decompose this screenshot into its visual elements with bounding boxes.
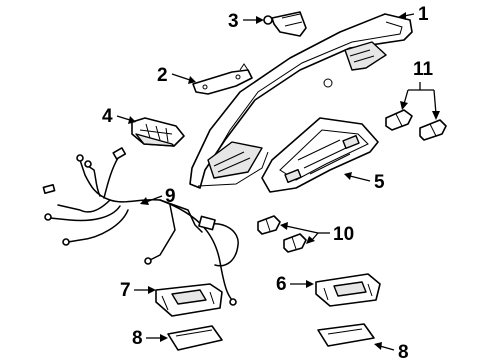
part-9-wiring-harness	[42, 147, 239, 306]
part-8-lens-left	[167, 325, 223, 351]
svg-text:10: 10	[333, 224, 354, 245]
callout-11: 11	[400, 59, 440, 120]
callout-9: 9	[140, 186, 176, 207]
part-10-clips	[257, 215, 307, 253]
svg-text:8: 8	[398, 342, 409, 360]
callout-8a: 8	[132, 328, 168, 349]
callout-3: 3	[228, 11, 264, 32]
part-5-console-base	[261, 117, 379, 193]
svg-text:3: 3	[228, 11, 239, 32]
callout-6: 6	[276, 274, 314, 295]
svg-text:2: 2	[157, 65, 168, 86]
svg-text:9: 9	[165, 186, 176, 207]
part-2-bracket	[192, 63, 253, 95]
svg-text:6: 6	[276, 274, 287, 295]
svg-text:4: 4	[102, 106, 113, 127]
callout-8b: 8	[374, 342, 409, 360]
callout-5: 5	[344, 172, 385, 193]
callout-10: 10	[280, 222, 354, 245]
callout-1: 1	[398, 4, 429, 25]
callout-4: 4	[102, 106, 136, 127]
part-4-reading-lamp	[131, 117, 185, 147]
callout-7: 7	[120, 280, 156, 301]
part-7-lamp-housing	[155, 283, 223, 317]
svg-text:7: 7	[120, 280, 131, 301]
svg-text:5: 5	[374, 172, 385, 193]
svg-text:8: 8	[132, 328, 143, 349]
part-3-bracket	[263, 11, 307, 37]
part-1-overhead-console	[189, 13, 413, 189]
part-8-lens-right	[317, 323, 375, 347]
svg-text:11: 11	[413, 59, 434, 80]
part-11-clips	[385, 109, 447, 141]
callout-2: 2	[157, 65, 196, 86]
svg-text:1: 1	[418, 4, 429, 25]
part-6-lamp-housing	[315, 273, 381, 307]
